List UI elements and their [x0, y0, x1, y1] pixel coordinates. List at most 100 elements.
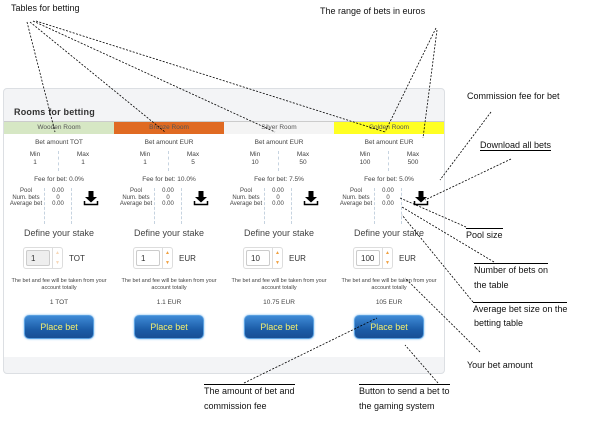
increment-arrow-icon[interactable]: ▲: [275, 250, 280, 256]
room-name: Bronze Room: [149, 124, 189, 131]
place-bet-button[interactable]: Place bet: [354, 315, 424, 339]
room-stats: Pool Num. bets Average bet 0.00 0 0.00: [8, 188, 110, 224]
rooms-container: Wooden Room Bet amount TOT Min 1 Max 1 Fee…: [4, 121, 444, 357]
stake-input[interactable]: 10: [246, 250, 270, 266]
num-bets-label: Num. bets: [232, 194, 260, 201]
bet-amount-label: Bet amount EUR: [364, 139, 414, 146]
annotation-button-1: Button to send a bet to: [359, 384, 450, 396]
room-stats: Pool Num. bets Average bet 0.00 0 0.00: [228, 188, 330, 224]
annotation-average-1: Average bet size on the: [473, 302, 568, 314]
stake-currency: EUR: [289, 253, 306, 263]
stake-input[interactable]: 100: [356, 250, 380, 266]
total-amount: 105 EUR: [375, 299, 403, 306]
room-header[interactable]: Bronze Room: [114, 121, 224, 134]
average-bet-label: Average bet: [339, 201, 373, 207]
define-stake-label: Define your stake: [133, 228, 205, 238]
increment-arrow-icon[interactable]: ▲: [55, 250, 60, 256]
download-bets-button[interactable]: [402, 188, 440, 224]
fee-label: Fee for bet: 7.5%: [254, 176, 304, 183]
stake-input[interactable]: 1: [26, 250, 50, 266]
min-label: Min: [139, 151, 151, 158]
stake-arrows[interactable]: ▲ ▼: [272, 248, 282, 268]
max-label: Max: [76, 151, 90, 158]
num-bets-label: Num. bets: [122, 194, 150, 201]
download-bets-button[interactable]: [72, 188, 110, 224]
bet-amount-label: Bet amount TOT: [35, 139, 83, 146]
bet-amount-label: Bet amount EUR: [254, 139, 304, 146]
pool-value: 0.00: [162, 188, 174, 194]
num-bets-label: Num. bets: [12, 194, 40, 201]
annotation-pool-size: Pool size: [466, 228, 503, 240]
max-value: 500: [407, 159, 419, 166]
decrement-arrow-icon[interactable]: ▼: [55, 260, 60, 266]
stake-input[interactable]: 1: [136, 250, 160, 266]
define-stake-label: Define your stake: [353, 228, 425, 238]
annotation-tables: Tables for betting: [11, 3, 80, 13]
room-header[interactable]: Wooden Room: [4, 121, 114, 134]
divider: [58, 151, 60, 171]
fee-label: Fee for bet: 0.0%: [34, 176, 84, 183]
min-label: Min: [359, 151, 371, 158]
stake-stepper: 10 ▲ ▼ EUR: [243, 247, 315, 269]
annotation-button-2: the gaming system: [359, 401, 435, 411]
average-bet-label: Average bet: [119, 201, 153, 207]
decrement-arrow-icon[interactable]: ▼: [385, 260, 390, 266]
stake-arrows[interactable]: ▲ ▼: [52, 248, 62, 268]
download-bets-button[interactable]: [182, 188, 220, 224]
min-value: 100: [359, 159, 371, 166]
average-bet-label: Average bet: [229, 201, 263, 207]
average-bet-value: 0.00: [162, 201, 174, 207]
fee-note: The bet and fee will be taken from your …: [11, 278, 107, 291]
stake-currency: EUR: [179, 253, 196, 263]
divider: [388, 151, 390, 171]
min-value: 10: [251, 159, 259, 166]
room-header[interactable]: Silver Room: [224, 121, 334, 134]
total-amount: 10.75 EUR: [263, 299, 295, 306]
divider: [168, 151, 170, 171]
place-bet-button[interactable]: Place bet: [134, 315, 204, 339]
download-icon: [83, 191, 99, 206]
min-label: Min: [249, 151, 261, 158]
average-bet-value: 0.00: [382, 201, 394, 207]
decrement-arrow-icon[interactable]: ▼: [165, 260, 170, 266]
num-bets-value: 0: [386, 194, 390, 201]
annotation-range: The range of bets in euros: [320, 6, 426, 16]
stake-stepper: 1 ▲ ▼ EUR: [133, 247, 205, 269]
download-bets-button[interactable]: [292, 188, 330, 224]
room-name: Golden Room: [368, 124, 410, 131]
average-bet-value: 0.00: [272, 201, 284, 207]
annotation-download: Download all bets: [480, 140, 552, 151]
annotation-amount-fee-2: commission fee: [204, 401, 267, 411]
define-stake-label: Define your stake: [243, 228, 315, 238]
room-name: Wooden Room: [37, 124, 81, 131]
place-bet-button[interactable]: Place bet: [244, 315, 314, 339]
num-bets-value: 0: [56, 194, 60, 201]
fee-label: Fee for bet: 10.0%: [142, 176, 196, 183]
annotation-average-2: betting table: [474, 318, 524, 328]
place-bet-button[interactable]: Place bet: [24, 315, 94, 339]
panel-title: Rooms for betting: [14, 107, 95, 117]
pool-value: 0.00: [382, 188, 394, 194]
total-amount: 1.1 EUR: [156, 299, 182, 306]
stake-stepper: 100 ▲ ▼ EUR: [353, 247, 425, 269]
stake-currency: TOT: [69, 253, 85, 263]
pool-label: Pool: [19, 188, 32, 194]
max-label: Max: [186, 151, 200, 158]
num-bets-value: 0: [166, 194, 170, 201]
increment-arrow-icon[interactable]: ▲: [385, 250, 390, 256]
stake-arrows[interactable]: ▲ ▼: [162, 248, 172, 268]
stake-arrows[interactable]: ▲ ▼: [382, 248, 392, 268]
min-value: 1: [33, 159, 37, 166]
room-header[interactable]: Golden Room: [334, 121, 444, 134]
decrement-arrow-icon[interactable]: ▼: [275, 260, 280, 266]
average-bet-label: Average bet: [9, 201, 43, 207]
betting-rooms-panel: Rooms for betting Wooden Room Bet amount…: [3, 88, 445, 374]
max-value: 50: [299, 159, 307, 166]
divider: [278, 151, 280, 171]
increment-arrow-icon[interactable]: ▲: [165, 250, 170, 256]
